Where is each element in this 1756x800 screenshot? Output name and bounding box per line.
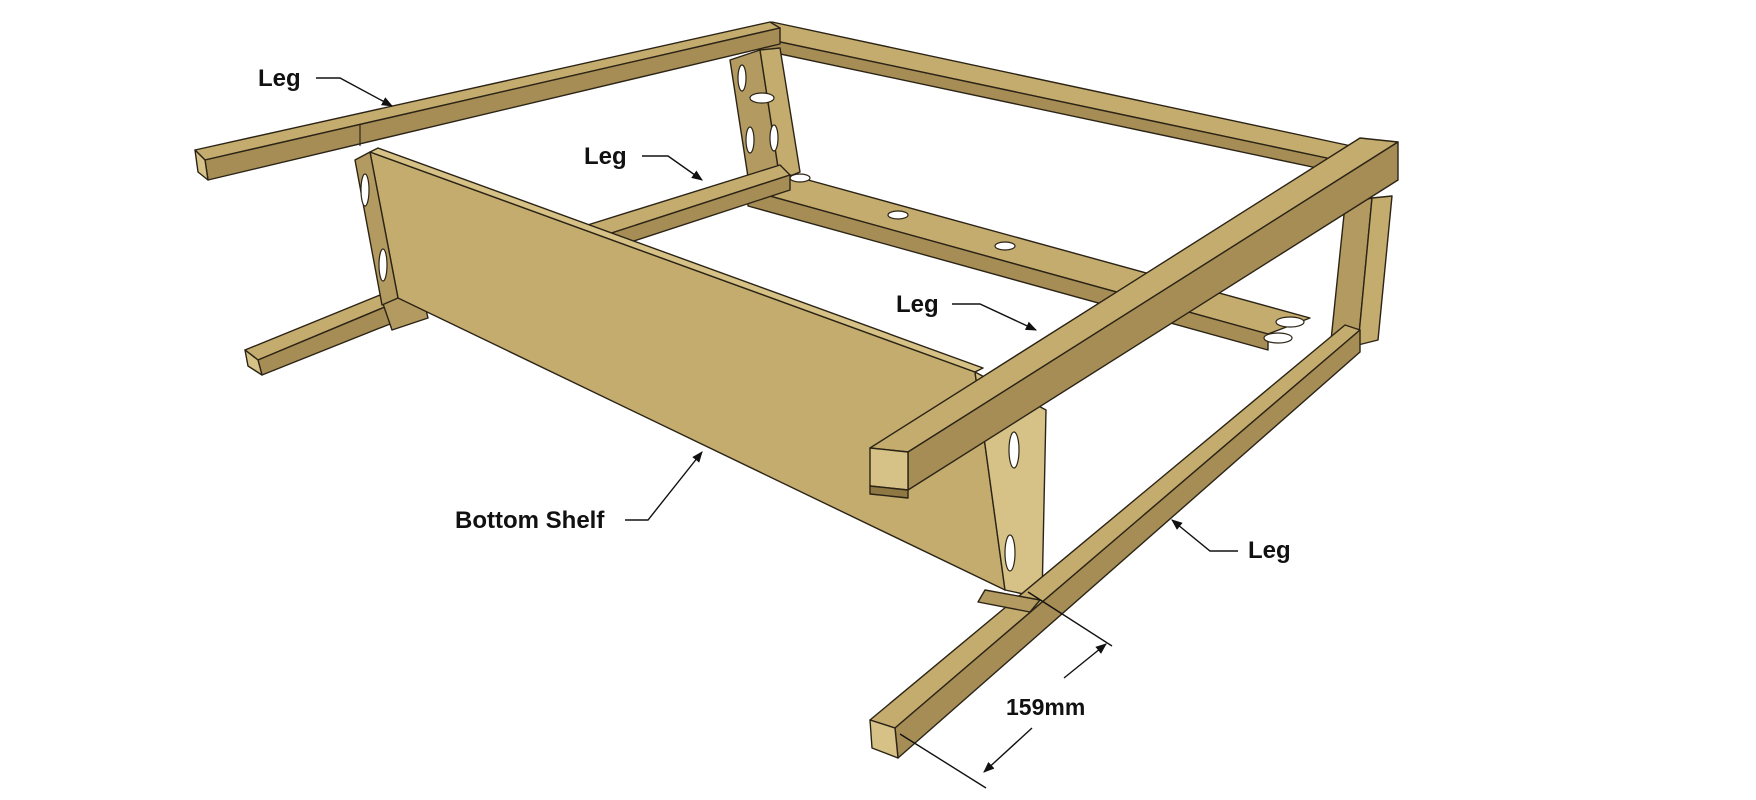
leg-bottom-right	[869, 324, 1361, 759]
callout-label: Leg	[258, 65, 301, 92]
screw-hole	[745, 126, 755, 154]
callout-label: Bottom Shelf	[455, 507, 605, 534]
screw-hole	[1004, 534, 1016, 572]
back-rail	[737, 21, 1371, 173]
back-left-post	[729, 47, 801, 191]
screw-hole	[789, 173, 811, 183]
screw-hole	[749, 92, 775, 104]
callout-label: Leg	[896, 291, 939, 318]
callout-leg-right-middle: Leg	[896, 291, 1038, 331]
callout-leg-bottom-right: Leg	[1171, 519, 1291, 564]
callout-leg-top-left: Leg	[258, 65, 393, 107]
dimension-leg-offset: 159mm	[899, 591, 1113, 789]
front-right-rail	[869, 137, 1399, 499]
screw-hole	[360, 173, 370, 207]
callout-bottom-shelf: Bottom Shelf	[455, 451, 703, 534]
callout-label: Leg	[1248, 537, 1291, 564]
dimension-label: 159mm	[1006, 694, 1085, 720]
screw-hole	[737, 64, 747, 92]
screw-hole	[378, 248, 388, 282]
screw-hole	[887, 210, 909, 220]
screw-hole	[769, 124, 779, 152]
callout-label: Leg	[584, 143, 627, 170]
screw-hole	[1275, 316, 1305, 328]
bottom-shelf	[354, 147, 1047, 599]
screw-hole	[1263, 332, 1293, 344]
screw-hole	[1008, 431, 1020, 469]
leg-top-left	[194, 21, 781, 181]
callout-leg-center: Leg	[584, 143, 703, 181]
screw-hole	[994, 241, 1016, 251]
